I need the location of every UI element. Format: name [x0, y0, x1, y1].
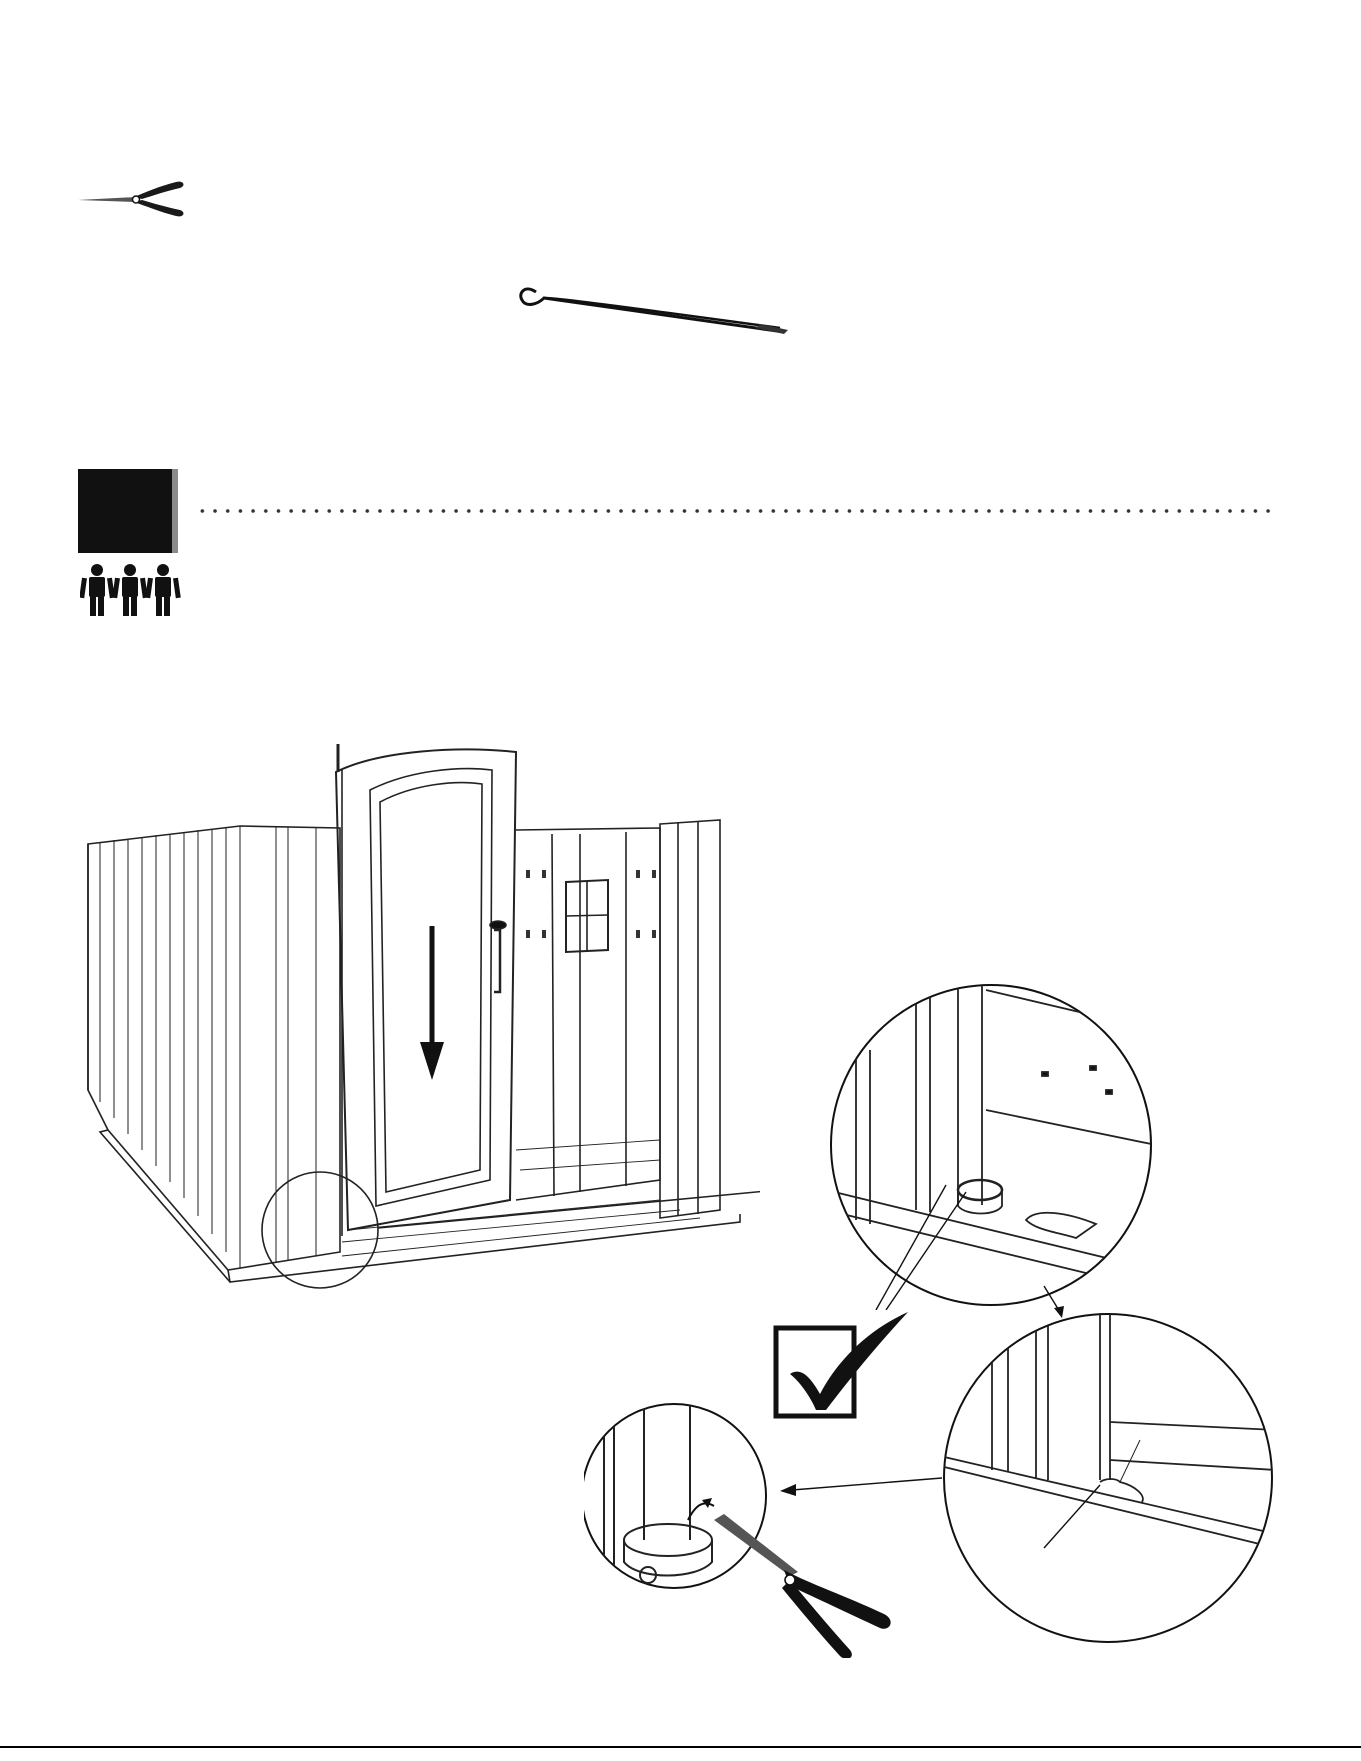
step-divider: [196, 509, 1274, 513]
cotter-pin-bend-detail: [584, 1400, 944, 1658]
page-bottom-rule: [0, 1746, 1361, 1748]
hinge-pin-detail: [826, 980, 1156, 1310]
cotter-pin-icon: [514, 278, 794, 338]
step-number-block: [78, 469, 172, 553]
arrow-down-icon: [420, 926, 444, 1080]
needle-nose-pliers-icon: [76, 178, 188, 220]
hinge-pin-seated-detail: [940, 1310, 1276, 1646]
three-people-icon: [80, 563, 182, 618]
shed-door-assembly: [80, 730, 760, 1310]
